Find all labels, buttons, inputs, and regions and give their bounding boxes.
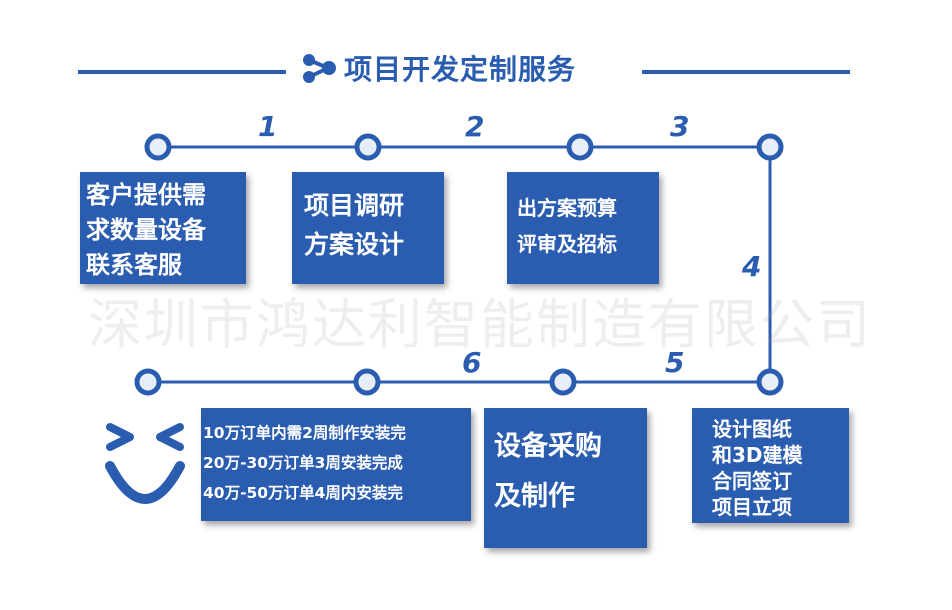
step-number-6: 6 [462,346,482,379]
step-box-line: 求数量设备 [86,216,206,244]
step-box-line: 项目调研 [304,191,405,220]
step-box-research-design: 项目调研 方案设计 [292,172,444,284]
step-box-line: 出方案预算 [517,196,617,220]
node-bottom-3 [353,368,381,396]
smiley-face-icon [105,423,185,504]
step-box-line: 联系客服 [86,251,182,279]
step-box-line: 及制作 [494,481,575,512]
step-box-budget-review: 出方案预算 评审及招标 [507,172,659,284]
flow-nodes [134,133,784,396]
step-number-4: 4 [742,250,762,283]
step-box-line: 设备采购 [494,431,602,462]
step-box-line: 40万-50万订单4周内安装完 [203,484,403,502]
node-top-2 [354,133,382,161]
network-nodes-icon [303,54,336,83]
step-box-line: 设计图纸 [712,417,792,441]
step-number-3: 3 [670,110,690,143]
step-box-line: 10万订单内需2周制作安装完 [203,424,406,442]
node-bottom-4 [134,368,162,396]
company-watermark: 深圳市鸿达利智能制造有限公司 [88,293,872,356]
node-bottom-2 [549,368,577,396]
step-box-line: 合同签订 [712,469,792,493]
step-box-line: 20万-30万订单3周安装完成 [203,454,403,472]
node-top-1 [144,133,172,161]
step-box-line: 和3D建模 [712,443,803,467]
step-box-drawing-contract: 设计图纸 和3D建模 合同签订 项目立项 [692,408,849,523]
node-top-4 [756,133,784,161]
flow-path [148,145,772,384]
step-box-line: 评审及招标 [517,232,617,256]
page-title: 项目开发定制服务 [344,53,577,86]
step-box-line: 项目立项 [712,495,792,519]
header: 项目开发定制服务 [300,46,576,90]
step-box-line: 客户提供需 [86,181,206,209]
step-number-5: 5 [665,346,685,379]
step-box-procurement: 设备采购 及制作 [484,408,647,548]
step-number-2: 2 [465,110,485,143]
node-top-3 [566,133,594,161]
node-bottom-1 [756,368,784,396]
step-box-delivery-schedule: 10万订单内需2周制作安装完 20万-30万订单3周安装完成 40万-50万订单… [201,408,471,521]
step-box-client-request: 客户提供需 求数量设备 联系客服 [80,172,246,284]
step-box-line: 方案设计 [304,230,405,259]
step-number-1: 1 [258,110,278,143]
